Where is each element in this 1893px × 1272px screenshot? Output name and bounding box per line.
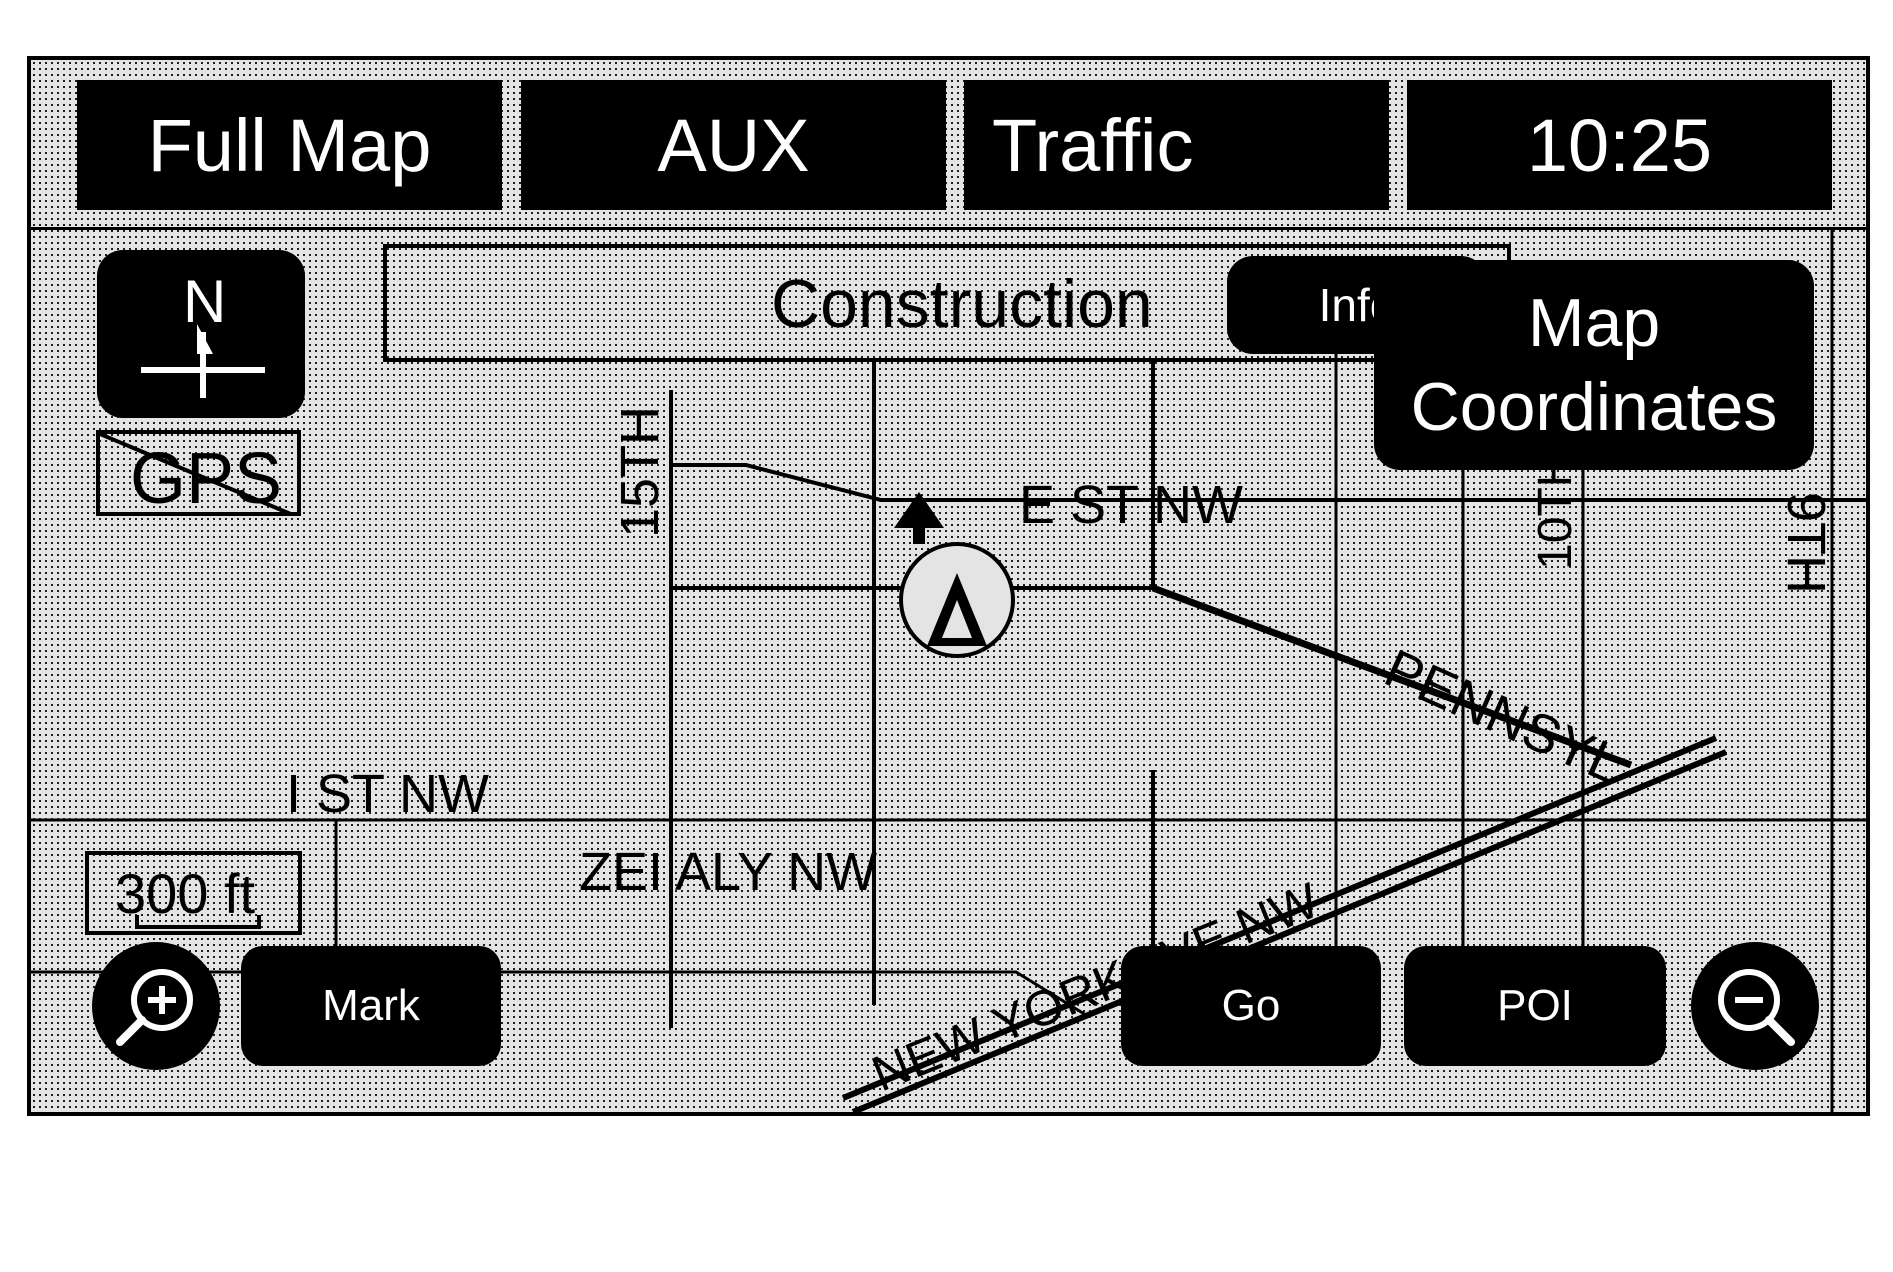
street-pennsylvania <box>1151 584 1633 769</box>
street-new-york-ave-a <box>841 735 1718 1101</box>
navigation-screen: E ST NW 15TH 10TH 9TH PENNSYL I ST NW ZE… <box>27 56 1870 1116</box>
traffic-button[interactable]: Traffic <box>964 80 1389 210</box>
mark-button[interactable]: Mark <box>241 946 501 1066</box>
street-label-9th: 9TH <box>1776 492 1836 594</box>
street-label-i-st: I ST NW <box>286 764 489 824</box>
street-label-zei-aly: ZEI ALY NW <box>579 842 877 902</box>
map-scale: 300 ft <box>85 851 302 935</box>
gps-unavailable-slash-icon <box>100 434 292 512</box>
top-bar-divider <box>31 227 1866 230</box>
clock-display[interactable]: 10:25 <box>1407 80 1832 210</box>
compass-button[interactable]: N <box>97 250 305 418</box>
vehicle-position-icon <box>899 542 1015 658</box>
destination-arrow-icon <box>894 492 944 544</box>
zoom-out-button[interactable] <box>1691 942 1819 1070</box>
zoom-in-button[interactable] <box>92 942 220 1070</box>
map-coordinates-line1: Map <box>1527 285 1661 361</box>
street-e-st-nw <box>671 463 1866 502</box>
construction-alert-label: Construction <box>771 266 1153 342</box>
full-map-button[interactable]: Full Map <box>77 80 502 210</box>
map-canvas[interactable]: E ST NW 15TH 10TH 9TH PENNSYL I ST NW ZE… <box>31 60 1870 1116</box>
street-label-15th: 15TH <box>610 406 670 538</box>
street-label-e-st: E ST NW <box>1019 475 1243 535</box>
go-button[interactable]: Go <box>1121 946 1381 1066</box>
map-coordinates-line2: Coordinates <box>1410 369 1778 445</box>
north-compass-icon: N <box>141 268 265 398</box>
aux-button[interactable]: AUX <box>521 80 946 210</box>
zoom-in-magnifier-icon <box>116 969 193 1046</box>
poi-button[interactable]: POI <box>1404 946 1666 1066</box>
map-coordinates-button[interactable]: Map Coordinates <box>1374 260 1814 470</box>
gps-status-badge: GPS <box>96 430 301 516</box>
compass-heading-letter: N <box>183 268 226 335</box>
street-new-york-ave-b <box>851 749 1728 1112</box>
scale-bar-icon <box>135 915 261 929</box>
zoom-out-magnifier-icon <box>1718 969 1795 1046</box>
map-scale-label: 300 ft <box>115 862 256 925</box>
street-label-10th: 10TH <box>1529 453 1582 570</box>
street-label-pennsylvania: PENNSYL <box>1376 638 1631 795</box>
